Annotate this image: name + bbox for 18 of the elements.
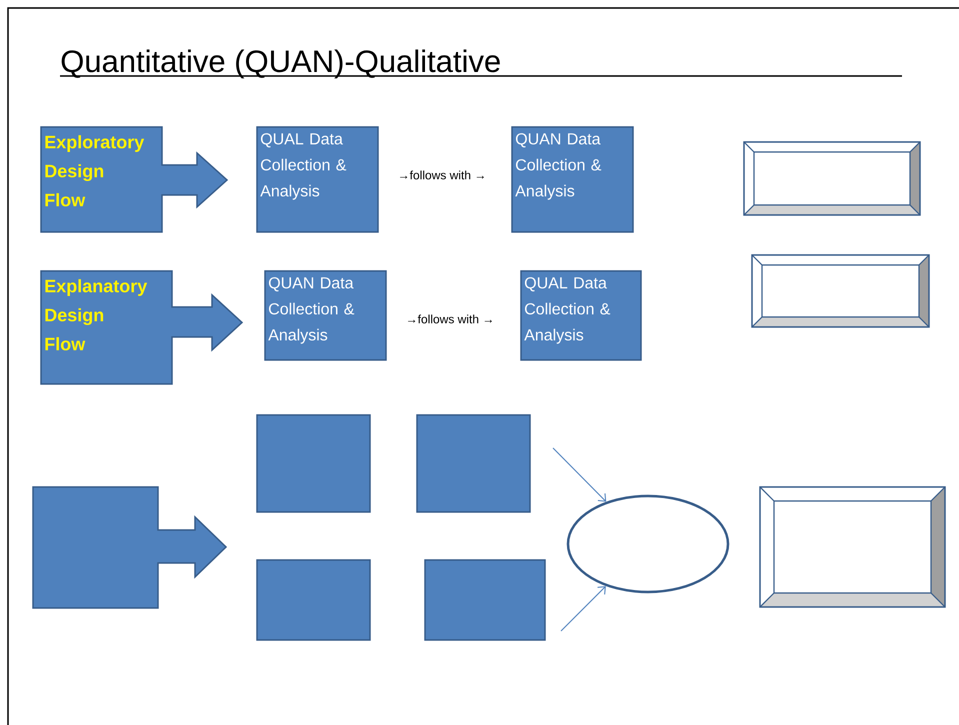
process-box [256, 559, 371, 641]
ellipse [566, 494, 730, 594]
step-note: →follows with → [400, 170, 484, 180]
step-note: →follows with → [408, 314, 492, 324]
process-box [416, 414, 531, 513]
process-box: QUAL Data Collection & Analysis [520, 270, 642, 361]
process-box: QUAN Data Collection & Analysis [264, 270, 387, 361]
bevel-frame [743, 141, 921, 216]
process-box: QUAL Data Collection & Analysis [256, 126, 379, 233]
bevel-frame [751, 254, 930, 328]
title: Quantitative (QUAN)-Qualitative [60, 50, 902, 78]
process-box [256, 414, 371, 513]
arrow [560, 586, 606, 632]
bevel-frame [759, 486, 946, 608]
process-box [424, 559, 546, 641]
arrow [552, 448, 606, 502]
process-box: QUAN Data Collection & Analysis [511, 126, 634, 233]
pentagon-shape [32, 486, 228, 609]
